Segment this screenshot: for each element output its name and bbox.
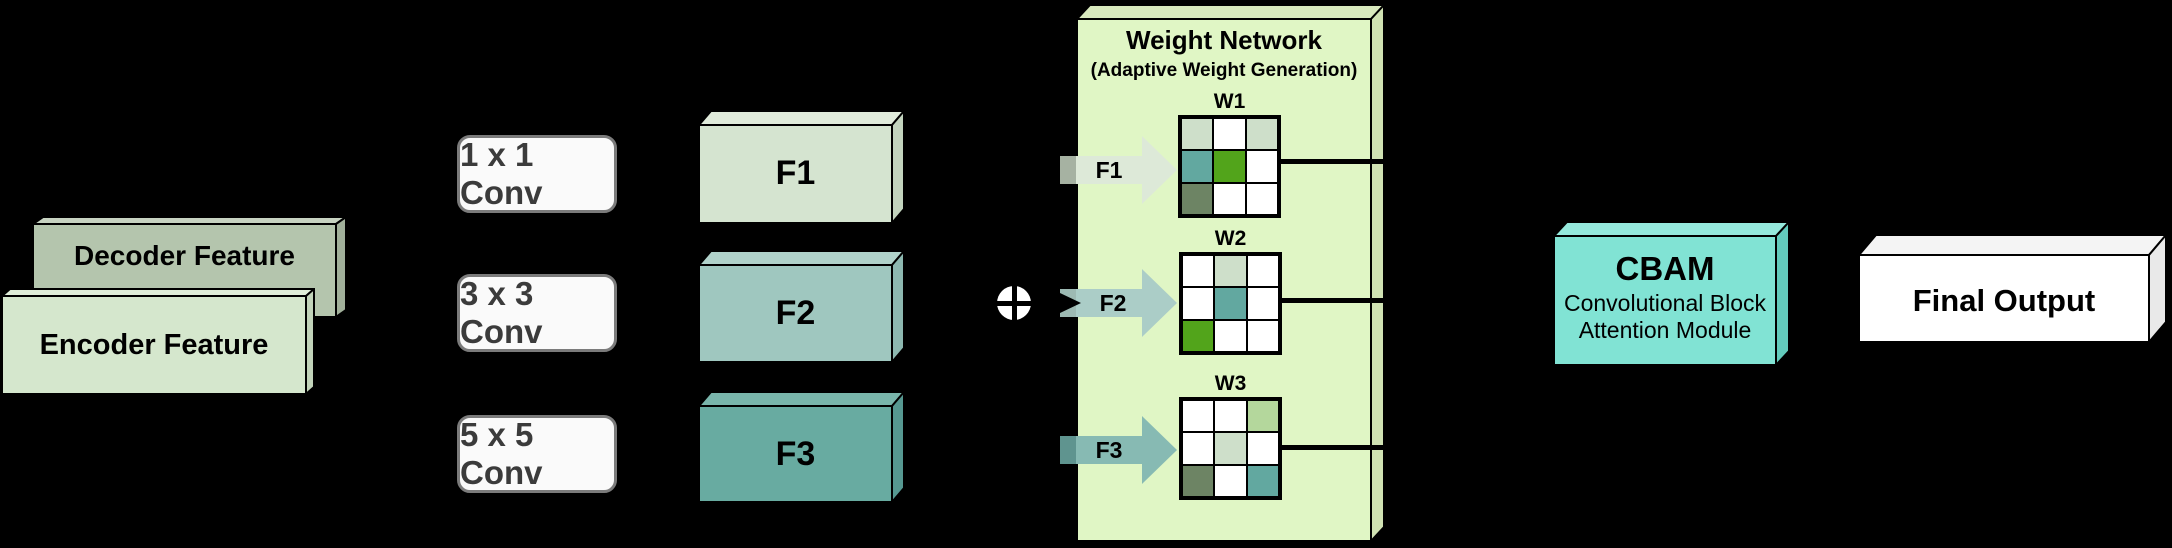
f1-input-arrow-stub [1060,156,1077,184]
weight-cell-olive [1182,464,1215,497]
conv-1x1-box: 1 x 1 Conv [457,135,617,213]
weight-cell-white [1214,319,1247,352]
weight-cell-white [1182,255,1215,288]
conv-1x1-label: 1 x 1 Conv [460,136,543,211]
weight-cell-sage [1214,432,1247,465]
weight-cell-white [1182,432,1215,465]
f1-input-label: F1 [1095,157,1123,183]
f2-feature-box [698,250,905,363]
conv-3x3-label: 3 x 3 Conv [460,275,543,350]
f3-input-arrow-stub [1060,436,1077,464]
f1-feature-label: F1 [775,154,816,192]
f2-feature-label: F2 [775,294,816,332]
f1-input-arrow-tail [1076,156,1142,184]
weight-cell-teal [1181,150,1214,183]
weight-cell-ltgreen [1246,400,1279,433]
weight-cell-white [1246,319,1279,352]
weight-cell-teal [1214,287,1247,320]
f2-input-label: F2 [1099,290,1127,316]
final-output-label: Final Output [1912,283,2096,318]
fusion-operator-icon [997,286,1031,320]
weight-cell-sage [1245,118,1278,151]
f3-feature-box [698,391,905,503]
weight-cell-sage [1181,118,1214,151]
encoder-feature-label: Encoder Feature [39,329,269,361]
weight-cell-white [1214,400,1247,433]
w1-output-line [1281,159,1388,164]
cbam-box [1553,221,1790,366]
w2-label: W2 [1214,227,1247,250]
weight-cell-white [1182,287,1215,320]
weight-cell-green [1213,150,1246,183]
weight-cell-olive [1181,182,1214,215]
cbam-subtitle-line2: Attention Module [1578,317,1752,343]
w1-label: W1 [1213,90,1246,113]
f1-feature-box [698,110,905,224]
f3-input-arrow-tail [1076,436,1142,464]
w3-label: W3 [1214,372,1247,395]
weight-cell-sage [1214,255,1247,288]
weight-cell-white [1213,182,1246,215]
encoder-feature-box [1,288,315,395]
weight-cell-white [1214,464,1247,497]
weight-cell-white [1182,400,1215,433]
conv-3x3-box: 3 x 3 Conv [457,274,617,352]
conv-5x5-label: 5 x 5 Conv [460,416,543,491]
w3-output-line [1281,445,1388,450]
f3-input-label: F3 [1095,437,1123,463]
f3-feature-label: F3 [775,435,816,473]
cbam-subtitle-line1: Convolutional Block [1563,290,1766,316]
weight-cell-white [1213,118,1246,151]
w1-weight-grid [1178,115,1281,218]
w2-output-line [1281,298,1388,303]
f2-input-arrow-tail [1076,289,1142,317]
weight-cell-white [1245,182,1278,215]
w3-weight-grid [1179,397,1282,500]
weight-network-title: Weight Network [1126,25,1322,55]
final-output-box [1858,234,2167,343]
conv-5x5-box: 5 x 5 Conv [457,415,617,493]
w2-weight-grid [1179,252,1282,355]
weight-cell-teal [1246,464,1279,497]
weight-network-subtitle: (Adaptive Weight Generation) [1090,60,1358,81]
weight-cell-white [1246,432,1279,465]
weight-cell-white [1246,255,1279,288]
cbam-title: CBAM [1615,250,1715,287]
decoder-feature-label: Decoder Feature [74,240,295,271]
weight-cell-white [1245,150,1278,183]
weight-cell-white [1246,287,1279,320]
weight-cell-green [1182,319,1215,352]
